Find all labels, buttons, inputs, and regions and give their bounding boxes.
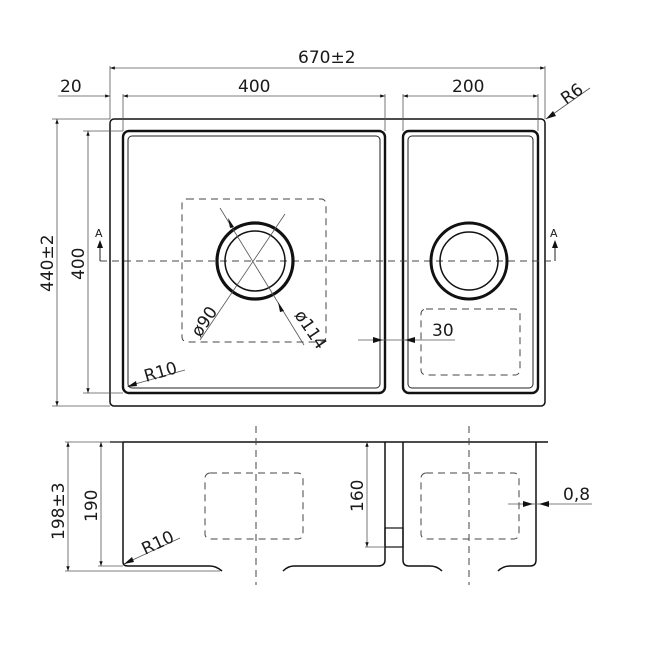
main-drain-inner <box>224 230 286 292</box>
left-margin-label: 20 <box>60 77 82 97</box>
bowl-depth-label: 190 <box>82 490 102 522</box>
overall-width-label: 670±2 <box>298 48 356 68</box>
small-drain-inner <box>439 231 499 291</box>
section-mark-right: A <box>550 227 558 240</box>
small-bowl-width-label: 200 <box>452 77 484 97</box>
small-bowl-grid-area <box>420 308 521 376</box>
section-view: 198±3 190 R10 160 0,8 <box>49 426 592 585</box>
main-bowl-outline <box>121 129 387 395</box>
overall-depth-label: 440±2 <box>38 234 58 292</box>
main-bowl-depth-label: 400 <box>69 248 89 280</box>
material-thickness-label: 0,8 <box>563 485 590 505</box>
top-view: A A ø90 ø114 30 R10 670±2 <box>38 48 591 407</box>
small-bowl-depth-label: 160 <box>348 480 368 512</box>
outer-flange-outline <box>109 118 546 407</box>
inner-corner-radius-label: R10 <box>142 358 180 386</box>
main-bowl-width-label: 400 <box>238 77 270 97</box>
divider-dimension-label: 30 <box>432 321 454 341</box>
drain-outer-diameter-label: ø114 <box>290 307 331 354</box>
bottom-corner-radius-label: R10 <box>139 527 178 559</box>
small-bowl-outline <box>401 129 540 395</box>
main-bowl-grid-area <box>181 198 327 343</box>
main-bowl-section <box>122 442 223 572</box>
small-drain-outer <box>429 221 509 301</box>
total-height-label: 198±3 <box>49 482 69 540</box>
main-drain-outer <box>215 221 295 301</box>
drain-inner-diameter-label: ø90 <box>188 303 223 341</box>
outer-corner-radius-label: R6 <box>557 80 587 109</box>
section-mark-left: A <box>95 227 103 240</box>
small-bowl-section <box>402 442 443 572</box>
